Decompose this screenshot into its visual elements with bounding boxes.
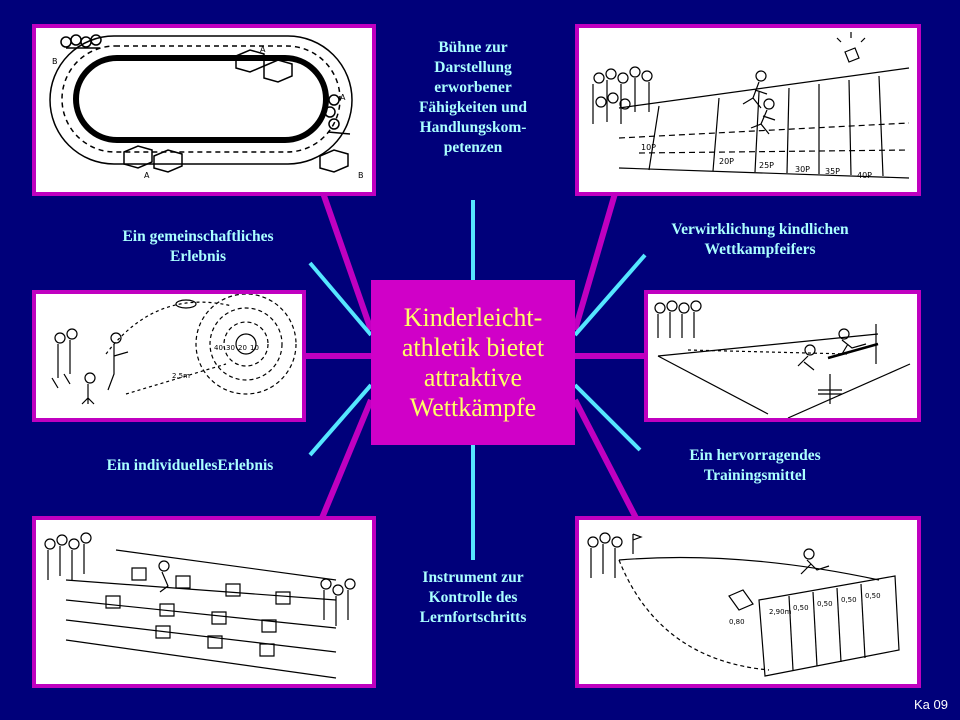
connector-bottom-right [572,398,639,520]
connector-bottom-left [319,398,374,520]
sprint-mark: 20P [719,157,734,166]
label-left-upper: Ein gemeinschaftliches Erlebnis [122,228,274,265]
long-jump-sketch: 2,90m 0,50 0,50 0,50 0,50 0,80 [587,532,900,677]
jump-mark: 0,50 [817,600,833,608]
label-right-upper: Verwirklichung kindlichen Wettkampfeifer… [671,221,849,258]
jump-mark: 0,50 [841,596,857,604]
connector-label-left-upper [308,261,373,337]
panel-long-jump: 2,90m 0,50 0,50 0,50 0,50 0,80 [575,516,921,688]
throw-ring: 40 [214,344,223,352]
relay-track-sketch: A A A B B [49,34,364,180]
throwing-sketch: 2,5m 40 30 20 10 [51,294,297,405]
sprint-mark: 10P [641,143,656,152]
sprint-mark: 30P [795,165,810,174]
center-title-line: attraktive [423,362,523,392]
center-title-line: Kinderleicht- [403,302,543,332]
sprint-mark: 35P [825,167,840,176]
throw-ring: 30 [226,344,235,352]
throw-ring: 20 [238,344,247,352]
relay-mark: B [52,57,58,66]
panel-sprint-lanes: 10P 20P 25P 30P 35P 40P [575,24,921,196]
sprint-lanes-sketch: 10P 20P 25P 30P 35P 40P [592,32,910,180]
panel-throwing: 2,5m 40 30 20 10 [32,290,306,422]
connector-top-left [319,189,374,331]
sprint-mark: 25P [759,161,774,170]
label-left-lower: Ein individuellesErlebnis [106,457,274,474]
throw-ring: 10 [250,344,259,352]
relay-mark: A [144,171,150,180]
sprint-mark: 40P [857,171,872,180]
center-title-line: athletik bietet [401,332,545,362]
label-right-lower: Ein hervorragendes Trainingsmittel [689,447,821,484]
jump-mark: 0,80 [729,618,745,626]
label-bottom-center: Instrument zur Kontrolle des Lernfortsch… [419,569,527,626]
panel-obstacle-course [32,516,376,688]
connector-label-left-lower [308,383,373,457]
jump-mark: 0,50 [793,604,809,612]
high-jump-sketch [654,300,911,418]
relay-mark: B [358,171,364,180]
center-title-box: Kinderleicht- athletik bietet attraktive… [371,280,575,445]
relay-mark: A [260,45,266,54]
panel-high-jump [644,290,921,422]
jump-mark: 2,90m [769,608,792,616]
label-top-center: Bühne zur Darstellung erworbener Fähigke… [418,39,528,156]
connector-label-right-lower [573,383,642,452]
connector-label-right-upper [573,253,647,337]
obstacle-course-sketch [44,532,356,679]
jump-mark: 0,50 [865,592,881,600]
connector-top-right [572,189,619,331]
relay-mark: A [340,93,346,102]
center-title-line: Wettkämpfe [409,392,537,422]
slide-code: Ka 09 [914,697,948,712]
throw-distance: 2,5m [172,372,190,380]
panel-relay-track: A A A B B [32,24,376,196]
